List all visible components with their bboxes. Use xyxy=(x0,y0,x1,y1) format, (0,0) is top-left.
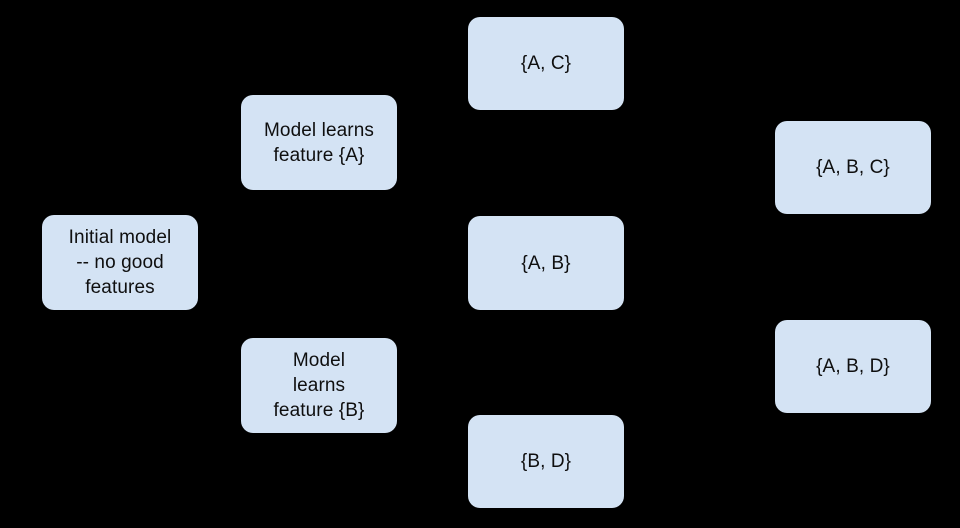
node-set-b-d[interactable]: {B, D} xyxy=(468,415,624,508)
node-label: {A, C} xyxy=(520,53,572,74)
node-set-a-b-d[interactable]: {A, B, D} xyxy=(775,320,931,413)
node-model-learns-feature-a[interactable]: Model learns feature {A} xyxy=(241,95,397,190)
node-label: {A, B} xyxy=(521,252,571,274)
node-label: Model learns feature {B} xyxy=(273,350,365,421)
node-initial-model[interactable]: Initial model -- no good features xyxy=(42,215,198,310)
node-set-a-c[interactable]: {A, C} xyxy=(468,17,624,110)
node-set-a-b-c[interactable]: {A, B, C} xyxy=(775,121,931,214)
node-label: {A, B, C} xyxy=(816,157,890,178)
node-label: {A, B, D} xyxy=(816,356,890,377)
node-model-learns-feature-b[interactable]: Model learns feature {B} xyxy=(241,338,397,433)
node-label: {B, D} xyxy=(520,451,572,472)
node-label: Model learns feature {A} xyxy=(264,119,374,166)
node-label: Initial model -- no good features xyxy=(68,227,172,298)
node-set-a-b[interactable]: {A, B} xyxy=(468,216,624,310)
